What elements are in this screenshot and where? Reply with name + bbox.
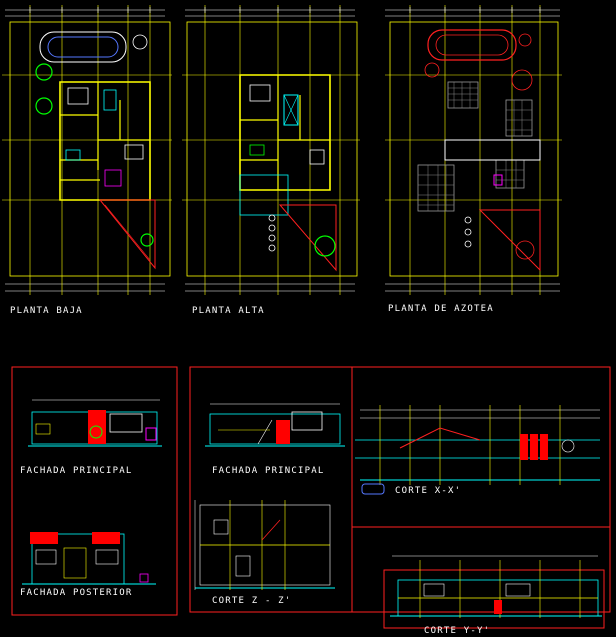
plan-frame-outer — [389, 21, 559, 277]
corte-zz-section — [194, 500, 335, 590]
tree-symbol — [424, 62, 440, 78]
driveway-wedge — [278, 204, 337, 272]
title-planta-baja: PLANTA BAJA — [10, 306, 83, 316]
planta-baja-floor-plan — [2, 5, 172, 295]
bed — [309, 149, 325, 165]
corte-xx-section — [355, 405, 600, 495]
title-corte-yy: CORTE Y-Y' — [424, 626, 491, 636]
planta-alta-floor-plan — [182, 5, 360, 295]
planta-azotea-roof-plan — [385, 5, 562, 295]
title-corte-xx: CORTE X-X' — [395, 486, 462, 496]
roof-edge — [444, 139, 541, 161]
tree-symbol — [140, 233, 154, 247]
fachada-posterior-elevation — [22, 532, 156, 585]
stair-void — [283, 94, 299, 126]
title-fachada-principal-1: FACHADA PRINCIPAL — [20, 466, 133, 476]
frame-cortes — [189, 366, 611, 613]
void-cross — [283, 94, 299, 126]
tree-symbol — [511, 69, 533, 91]
pool-water — [435, 34, 509, 56]
tree-symbol — [314, 235, 336, 257]
frame-fachadas — [11, 366, 178, 616]
tree-symbol — [35, 97, 53, 115]
fachada-principal-elevation — [28, 399, 162, 447]
pool-outline — [427, 29, 517, 61]
driveway-wedge — [98, 199, 156, 270]
house-outline — [239, 74, 331, 191]
corte-yy-section — [390, 555, 602, 618]
tree-symbol — [515, 240, 535, 260]
sheet-frames — [11, 366, 611, 629]
driveway-hatch — [104, 204, 151, 261]
garage-car — [104, 169, 122, 187]
title-fachada-principal-2: FACHADA PRINCIPAL — [212, 466, 325, 476]
pool-outline — [39, 31, 127, 63]
stair — [103, 89, 117, 111]
title-fachada-posterior: FACHADA POSTERIOR — [20, 588, 133, 598]
title-planta-alta: PLANTA ALTA — [192, 306, 265, 316]
tank — [493, 174, 503, 186]
bath — [249, 144, 265, 156]
bath — [65, 149, 81, 161]
furniture — [124, 144, 144, 160]
roof-hatch — [417, 81, 533, 212]
plan-frame-outer — [186, 21, 358, 277]
bed — [249, 84, 271, 102]
tree-symbol — [35, 63, 53, 81]
interior-walls — [240, 75, 330, 190]
title-planta-azotea: PLANTA DE AZOTEA — [388, 304, 494, 314]
furniture — [67, 87, 89, 105]
tree-symbol — [518, 33, 532, 47]
frame-corte-yy — [383, 569, 605, 629]
plan-frame-outer — [9, 21, 171, 277]
driveway-wedge — [478, 209, 541, 272]
tree-symbol — [132, 34, 148, 50]
terrace-outline — [239, 174, 289, 216]
fachada-principal-elevation-2 — [205, 403, 345, 447]
pool-water — [47, 36, 119, 58]
title-corte-zz: CORTE Z - Z' — [212, 596, 292, 606]
